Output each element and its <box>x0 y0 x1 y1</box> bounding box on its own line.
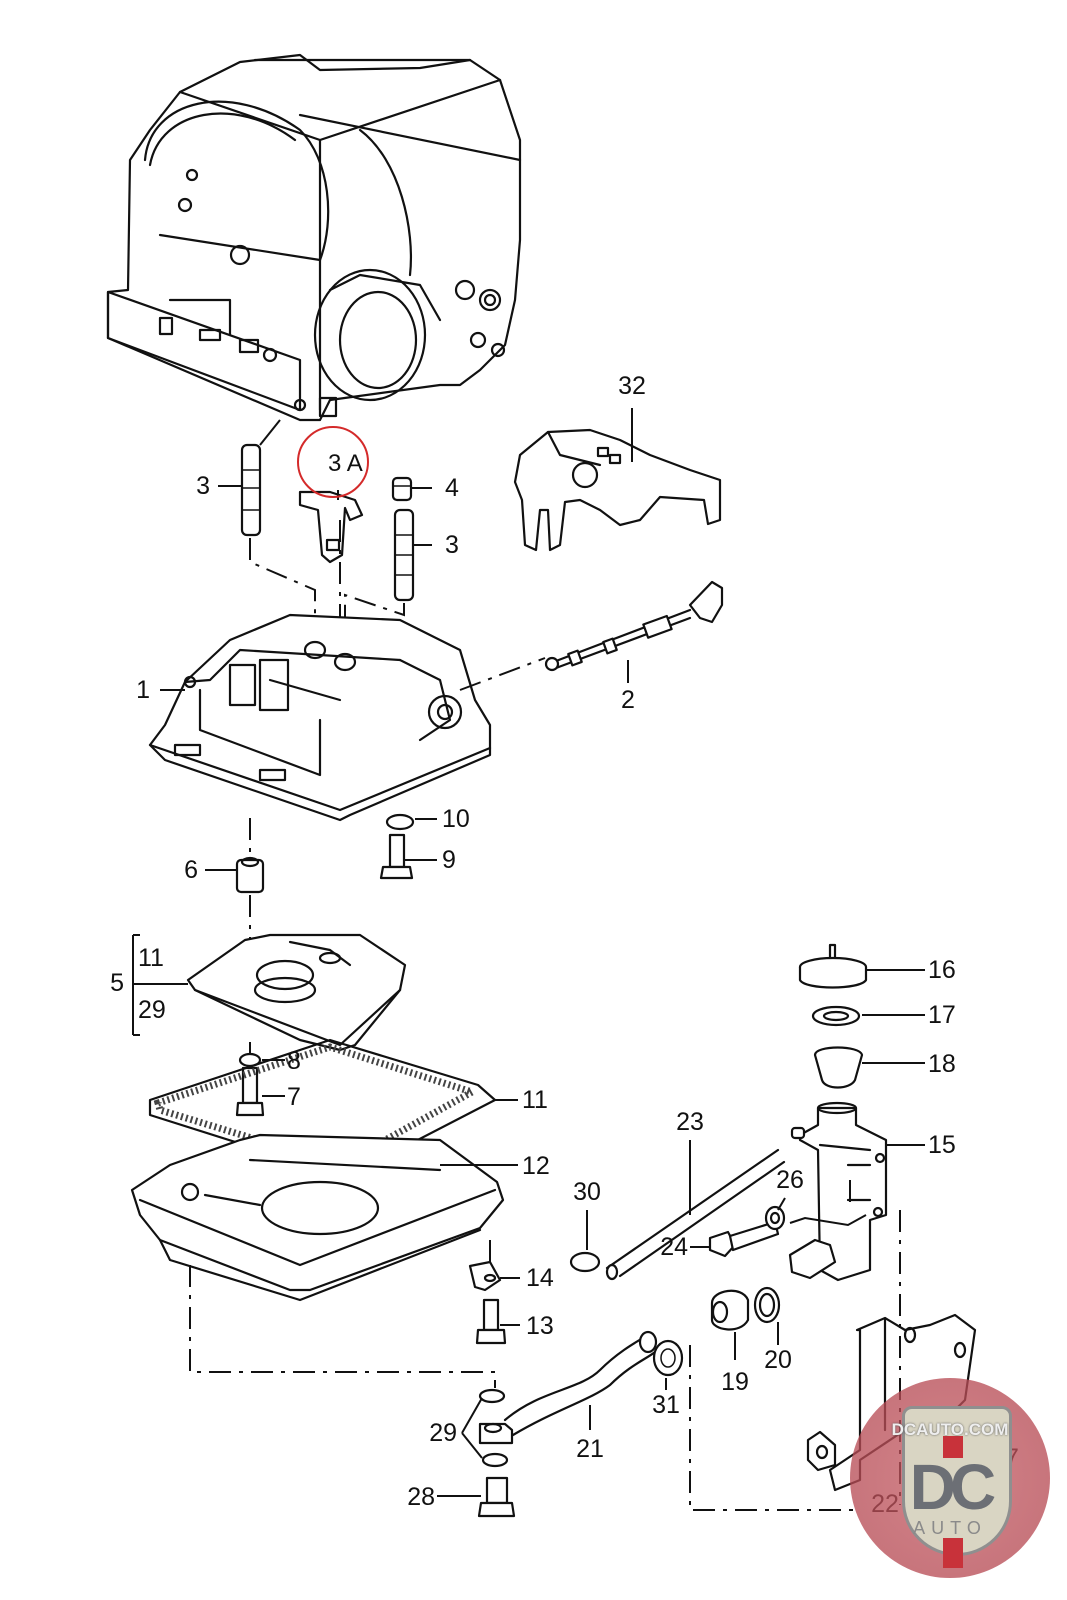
callout-28: 28 <box>407 1483 435 1511</box>
callout-2: 2 <box>621 686 635 714</box>
plug-part-4 <box>391 476 413 502</box>
ring-part-20 <box>753 1286 781 1324</box>
watermark-logo: DC <box>909 1451 996 1523</box>
callout-11: 11 <box>522 1086 548 1114</box>
callout-3A: 3 A <box>328 450 363 477</box>
callout-3-left: 3 <box>196 472 210 500</box>
callout-17: 17 <box>928 1001 956 1029</box>
callout-32: 32 <box>618 372 646 400</box>
callout-5-ref-11: 11 <box>138 944 164 972</box>
hose-part-21 <box>503 1330 658 1437</box>
callout-19: 19 <box>721 1368 749 1396</box>
bracket-part-3A <box>298 490 364 564</box>
highlight-circle-3A <box>297 426 369 498</box>
spacer-part-6 <box>235 856 265 894</box>
cover-part-32 <box>513 428 722 552</box>
callout-29: 29 <box>429 1419 457 1447</box>
callout-13: 13 <box>526 1312 554 1340</box>
callout-12: 12 <box>522 1152 550 1180</box>
callout-5-ref-29: 29 <box>138 996 166 1024</box>
callout-31: 31 <box>652 1391 680 1419</box>
callout-8: 8 <box>287 1047 301 1075</box>
watermark-subtitle: AUTO <box>913 1518 987 1538</box>
fitting-part-27 <box>788 1238 837 1280</box>
callout-3-right: 3 <box>445 531 459 559</box>
seal-part-17 <box>811 1005 861 1027</box>
callout-20: 20 <box>764 1346 792 1374</box>
banjo-fitting <box>478 1422 514 1445</box>
clamp-part-30 <box>569 1251 601 1273</box>
watermark-red-stripe <box>943 1436 963 1458</box>
strainer-part-18 <box>813 1046 864 1089</box>
watermark-site: DCAUTO.COM <box>891 1420 1009 1439</box>
callout-23: 23 <box>676 1108 704 1136</box>
callout-24: 24 <box>660 1233 688 1261</box>
callout-14: 14 <box>526 1264 554 1292</box>
bolt-part-13 <box>475 1298 507 1345</box>
callout-18: 18 <box>928 1050 956 1078</box>
watermark-red-stripe-bottom <box>943 1538 963 1568</box>
callout-9: 9 <box>442 846 456 874</box>
nut-part-19 <box>710 1289 750 1331</box>
valve-pin-3-left <box>240 443 262 537</box>
banjo-bolt-part-28 <box>477 1476 516 1518</box>
callout-7: 7 <box>287 1083 301 1111</box>
filter-part-5 <box>186 933 407 1052</box>
washer-part-29-lower <box>481 1452 509 1468</box>
callout-10: 10 <box>442 805 470 833</box>
callout-21: 21 <box>576 1435 604 1463</box>
gasket-part-11 <box>148 1038 497 1177</box>
callout-26: 26 <box>776 1166 804 1194</box>
hose-part-23 <box>605 1148 786 1281</box>
callout-1: 1 <box>136 676 150 704</box>
washer-part-29-upper <box>478 1388 506 1404</box>
cap-part-16 <box>798 943 868 989</box>
callout-5: 5 <box>110 969 124 997</box>
oil-pan-part-12 <box>130 1133 505 1302</box>
screw-part-7 <box>235 1066 265 1117</box>
valve-pin-3-right <box>393 508 415 602</box>
callout-16: 16 <box>928 956 956 984</box>
callout-15: 15 <box>928 1131 956 1159</box>
callout-4: 4 <box>445 474 459 502</box>
filter-insert-part-31 <box>652 1339 684 1377</box>
callout-6: 6 <box>184 856 198 884</box>
bolt-part-24 <box>708 1220 780 1258</box>
transmission-housing <box>106 53 522 422</box>
leader-lines <box>132 408 925 1497</box>
callout-30: 30 <box>573 1178 601 1206</box>
reservoir-part-15 <box>790 1101 888 1282</box>
selector-cable-part-2 <box>544 580 724 672</box>
plate-part-14 <box>468 1260 502 1292</box>
watermark-badge: DCAUTO.COM DC AUTO <box>850 1378 1050 1578</box>
washer-part-10 <box>385 813 415 831</box>
bolt-part-9 <box>379 833 414 880</box>
valve-body-part-1 <box>148 613 492 822</box>
washer-part-26 <box>764 1205 786 1231</box>
